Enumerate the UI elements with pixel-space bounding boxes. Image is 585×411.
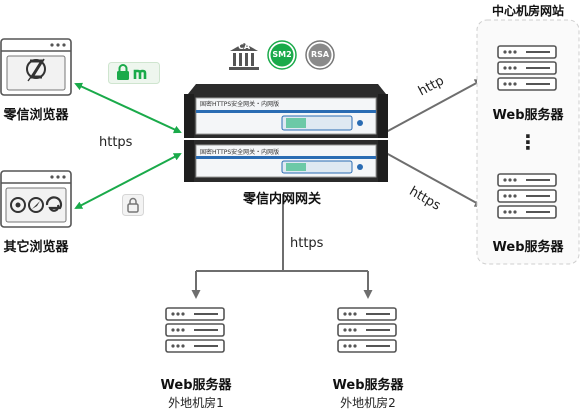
- other-https-link: [74, 153, 182, 209]
- rsa-badge-text: RSA: [310, 50, 330, 59]
- edge-icon: [45, 196, 63, 212]
- gray-lock-icon: [127, 197, 139, 213]
- sm2-badge-text: SM2: [272, 50, 292, 59]
- other-browser-window: [0, 170, 72, 228]
- lingxin-logo-icon: [26, 58, 46, 82]
- center-server-bottom-icon: [497, 173, 557, 219]
- center-server-bottom-label: Web服务器: [492, 240, 564, 255]
- gateway-to-remote-link: [196, 194, 368, 272]
- remote1-room-label: 外地机房1: [168, 396, 224, 410]
- remote2-server-label: Web服务器: [332, 378, 404, 393]
- center-server-top-icon: [497, 45, 557, 91]
- sm2-seal-icon: [267, 40, 297, 70]
- lingxin-https-link: [74, 82, 182, 134]
- rsa-seal-icon: [305, 40, 335, 70]
- remote2-server-icon: [337, 307, 397, 353]
- gateway-unit-top-text: 国密HTTPS安全网关・内网版: [200, 101, 280, 108]
- gateway-unit-bottom: [184, 140, 388, 182]
- safari-icon: [28, 197, 44, 213]
- gateway-unit-top: [184, 84, 388, 138]
- gateway-badges: [229, 40, 335, 70]
- chrome-icon: [10, 197, 26, 213]
- center-room-title: 中心机房网站: [491, 4, 564, 18]
- remote-protocol-label: https: [290, 236, 324, 251]
- gateway-unit-bottom-text: 国密HTTPS安全网关・内网版: [200, 149, 280, 156]
- ca-bank-icon: [229, 43, 259, 70]
- ca-badge-text: CA: [238, 42, 251, 51]
- green-lock-icon: [117, 64, 129, 80]
- browsers-protocol-label: https: [99, 135, 133, 150]
- remote1-server-label: Web服务器: [160, 378, 232, 393]
- other-secure-badge: [122, 194, 144, 216]
- gateway-to-center-bottom-link: [385, 152, 484, 207]
- other-browser-label: 其它浏览器: [3, 240, 69, 255]
- lingxin-browser-label: 零信浏览器: [3, 108, 69, 123]
- m-letter-icon: [133, 69, 147, 79]
- gateway-to-center-top-link: [385, 79, 484, 133]
- lingxin-browser-window: [0, 38, 72, 96]
- lingxin-secure-badge: [108, 62, 160, 84]
- remote1-server-icon: [165, 307, 225, 353]
- center-ellipsis: ⋮: [518, 130, 538, 154]
- remote2-room-label: 外地机房2: [340, 396, 396, 410]
- center-server-top-label: Web服务器: [492, 108, 564, 123]
- gateway-label: 零信内网网关: [242, 192, 321, 207]
